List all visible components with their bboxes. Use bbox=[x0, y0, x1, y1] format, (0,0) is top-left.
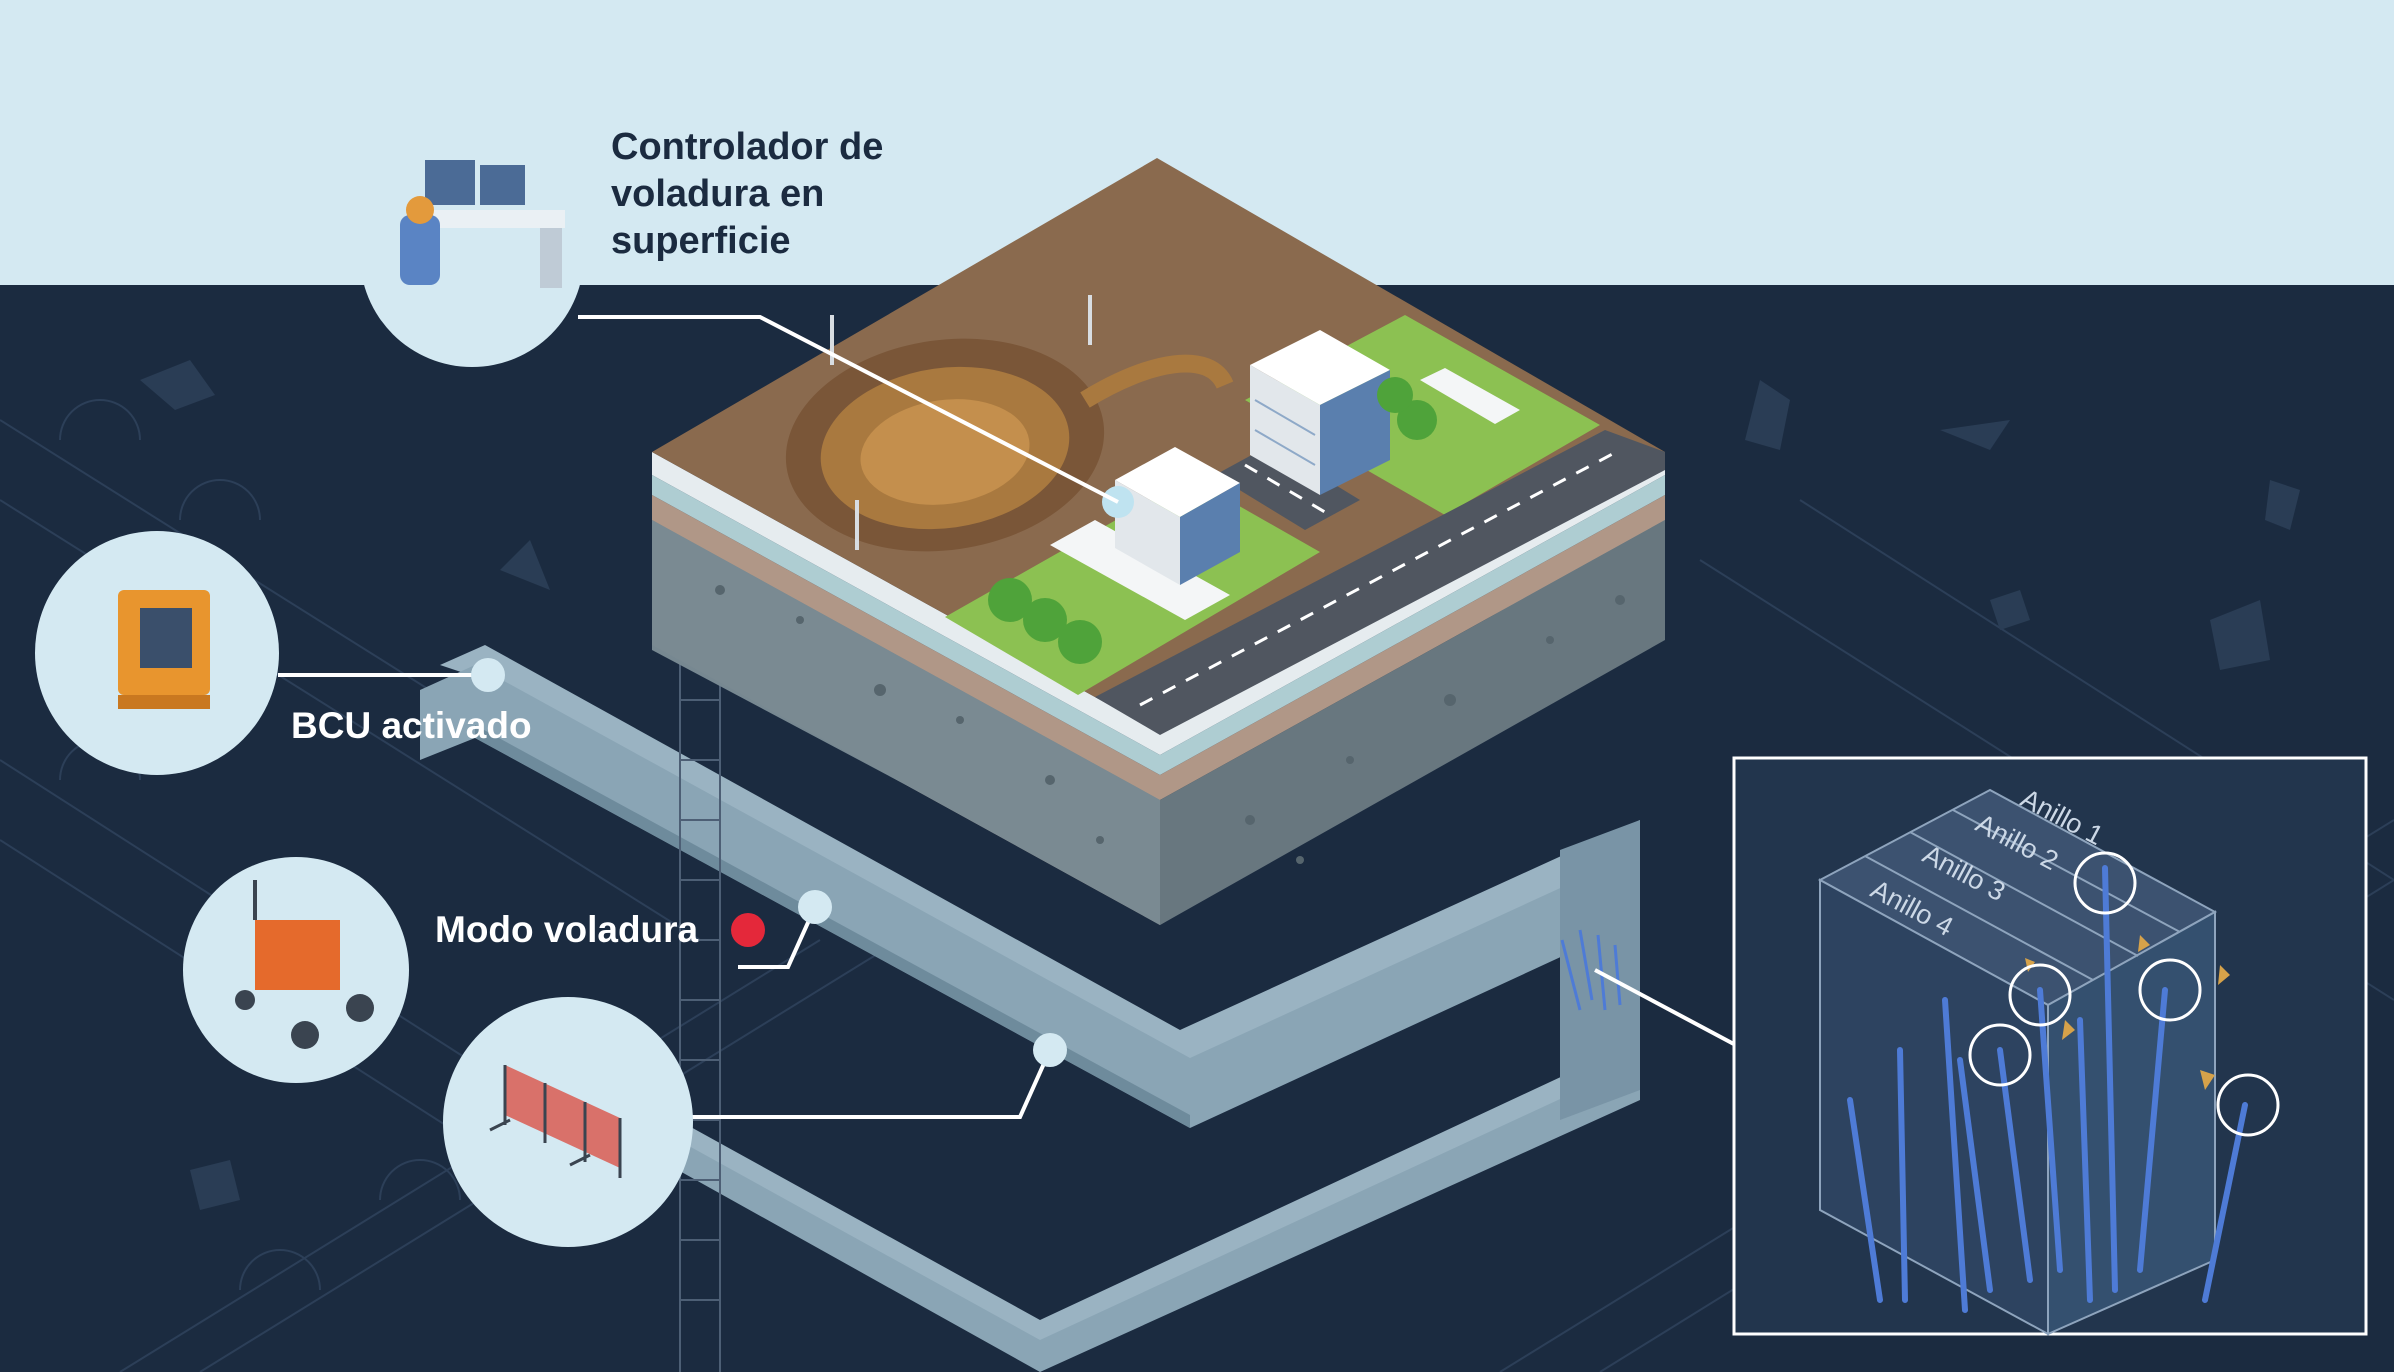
blasting-cart-icon bbox=[183, 857, 409, 1083]
road-branch bbox=[1215, 445, 1360, 530]
haul-road bbox=[1080, 354, 1234, 408]
open-pit-inner bbox=[860, 399, 1030, 505]
upper-drift-top bbox=[440, 645, 1640, 1065]
building-large bbox=[1250, 330, 1390, 495]
stope-detail-inset bbox=[1732, 756, 2368, 1336]
concrete-right bbox=[1160, 520, 1665, 925]
road-markings bbox=[1139, 448, 1621, 707]
control-room-icon bbox=[360, 143, 584, 367]
tunnel bbox=[420, 620, 1640, 1372]
upper-drift-body bbox=[420, 665, 1630, 1128]
light-poles bbox=[830, 295, 1092, 550]
leader-nodes bbox=[471, 658, 1067, 1067]
bcu-device-icon bbox=[35, 531, 279, 775]
blast-holes bbox=[1847, 865, 2248, 1313]
ring-dividers bbox=[1864, 809, 2181, 981]
white-path bbox=[1050, 520, 1230, 620]
blast-mode-indicator bbox=[731, 913, 765, 947]
trees bbox=[988, 377, 1437, 664]
lower-drift-body bbox=[660, 1062, 1640, 1372]
surface-controller-label: Controlador de voladura en superficie bbox=[611, 126, 884, 262]
barrier-fence-icon bbox=[443, 997, 693, 1247]
surface-block bbox=[652, 158, 1665, 925]
face-drill-holes bbox=[1560, 929, 1622, 1011]
background-rocks bbox=[140, 360, 2300, 1210]
road-main bbox=[1095, 430, 1665, 735]
upper-drift-side bbox=[475, 725, 1190, 1128]
concrete-left bbox=[652, 520, 1160, 925]
white-lot bbox=[1420, 368, 1520, 424]
concrete-speckles bbox=[715, 585, 1625, 864]
blast-mode-label: Modo voladura bbox=[435, 909, 699, 950]
detonator-markers bbox=[1968, 851, 2280, 1137]
bcu-activated-label: BCU activado bbox=[291, 705, 532, 746]
